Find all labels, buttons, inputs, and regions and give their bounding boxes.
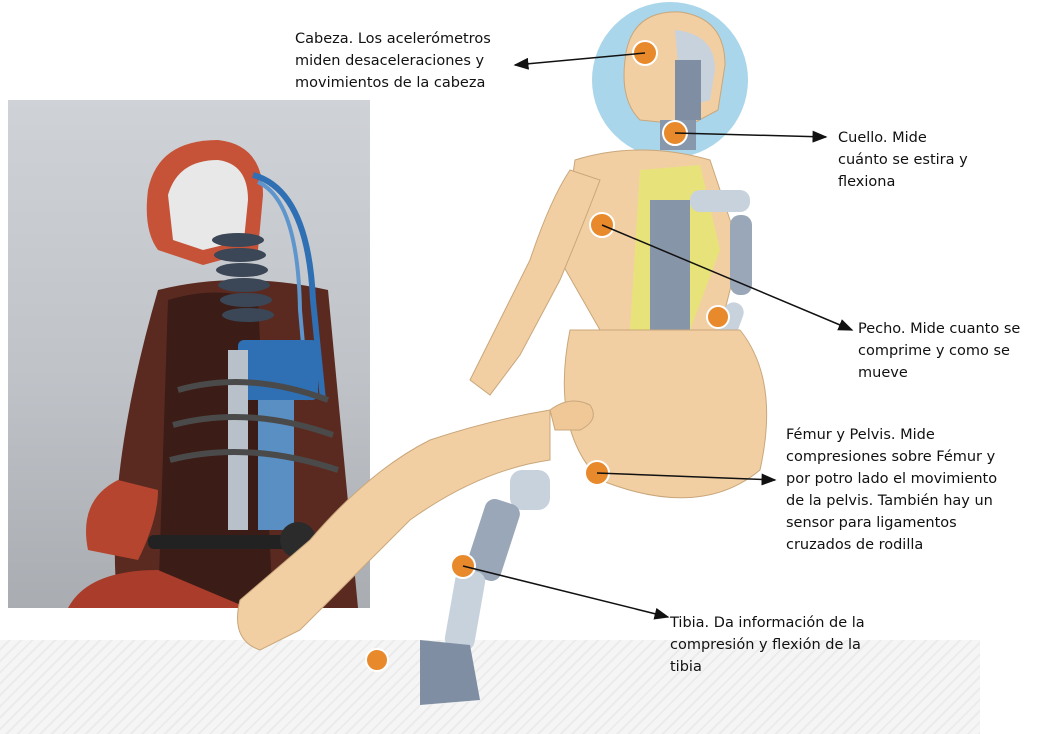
label-tibia: Tibia. Da información de la compresión y… [670,612,865,678]
label-head: Cabeza. Los acelerómetros miden desacele… [295,28,491,94]
label-femur-pelvis: Fémur y Pelvis. Mide compresiones sobre … [786,424,997,556]
label-neck: Cuello. Mide cuánto se estira y flexiona [838,127,968,193]
label-chest: Pecho. Mide cuanto se comprime y como se… [858,318,1020,384]
